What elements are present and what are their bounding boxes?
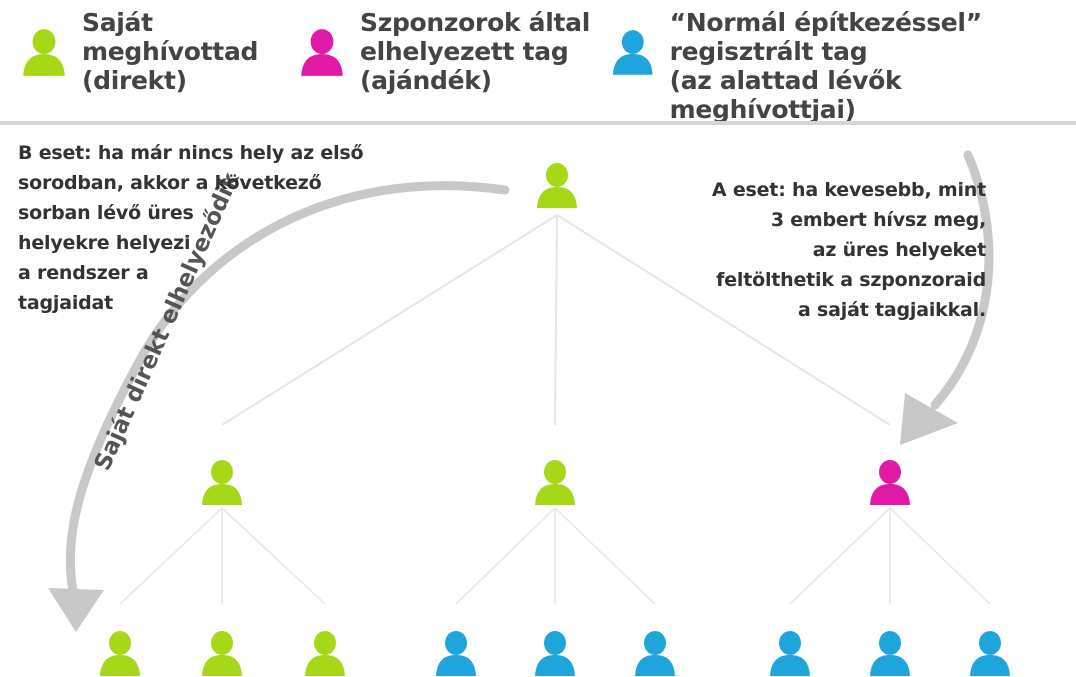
connector-line [221,214,558,426]
level1-person-icon [202,460,242,505]
person-icon [612,30,653,75]
legend-item-own-direct: Saját meghívottad (direkt) [18,8,258,95]
level2-person-icon [870,631,910,676]
connector-line [556,214,891,426]
connector-line [455,507,556,605]
level1-person-icon [535,460,575,505]
person-icon [23,29,65,76]
level2-person-icon [100,631,140,676]
level2-person-icon [635,631,675,676]
legend-label: “Normál építkezéssel” regisztrált tag (a… [669,8,983,124]
level2-person-icon [535,631,575,676]
person-icon [301,29,343,76]
note-case-a: A eset: ha kevesebb, mint 3 embert hívsz… [711,179,986,321]
legend-item-sponsor-placed: Szponzorok által elhelyezett tag (ajándé… [296,8,590,95]
arrow-case-a [900,150,994,445]
connector-lines [119,214,991,605]
connector-line [554,214,558,426]
level2-person-icon [305,631,345,676]
people [100,163,1010,676]
level2-person-icon [436,631,476,676]
root-person-icon [537,163,577,208]
arrow-case-b [48,181,510,632]
level2-person-icon [202,631,242,676]
legend-label: Saját meghívottad (direkt) [82,8,259,95]
level2-person-icon [770,631,810,676]
connector-line [889,507,991,605]
legend: Saját meghívottad (direkt) Szponzorok ál… [0,0,1076,124]
connector-line [789,507,891,605]
legend-item-normal-build: “Normál építkezéssel” regisztrált tag (a… [608,8,1076,124]
connector-line [221,507,326,605]
note-case-b: B eset: ha már nincs hely az első sorodb… [18,142,364,314]
divider [0,121,1076,125]
level2-person-icon [970,631,1010,676]
level1-person-icon [870,460,910,505]
connector-line [554,507,656,605]
connector-line [119,507,223,605]
legend-label: Szponzorok által elhelyezett tag (ajándé… [360,8,591,95]
